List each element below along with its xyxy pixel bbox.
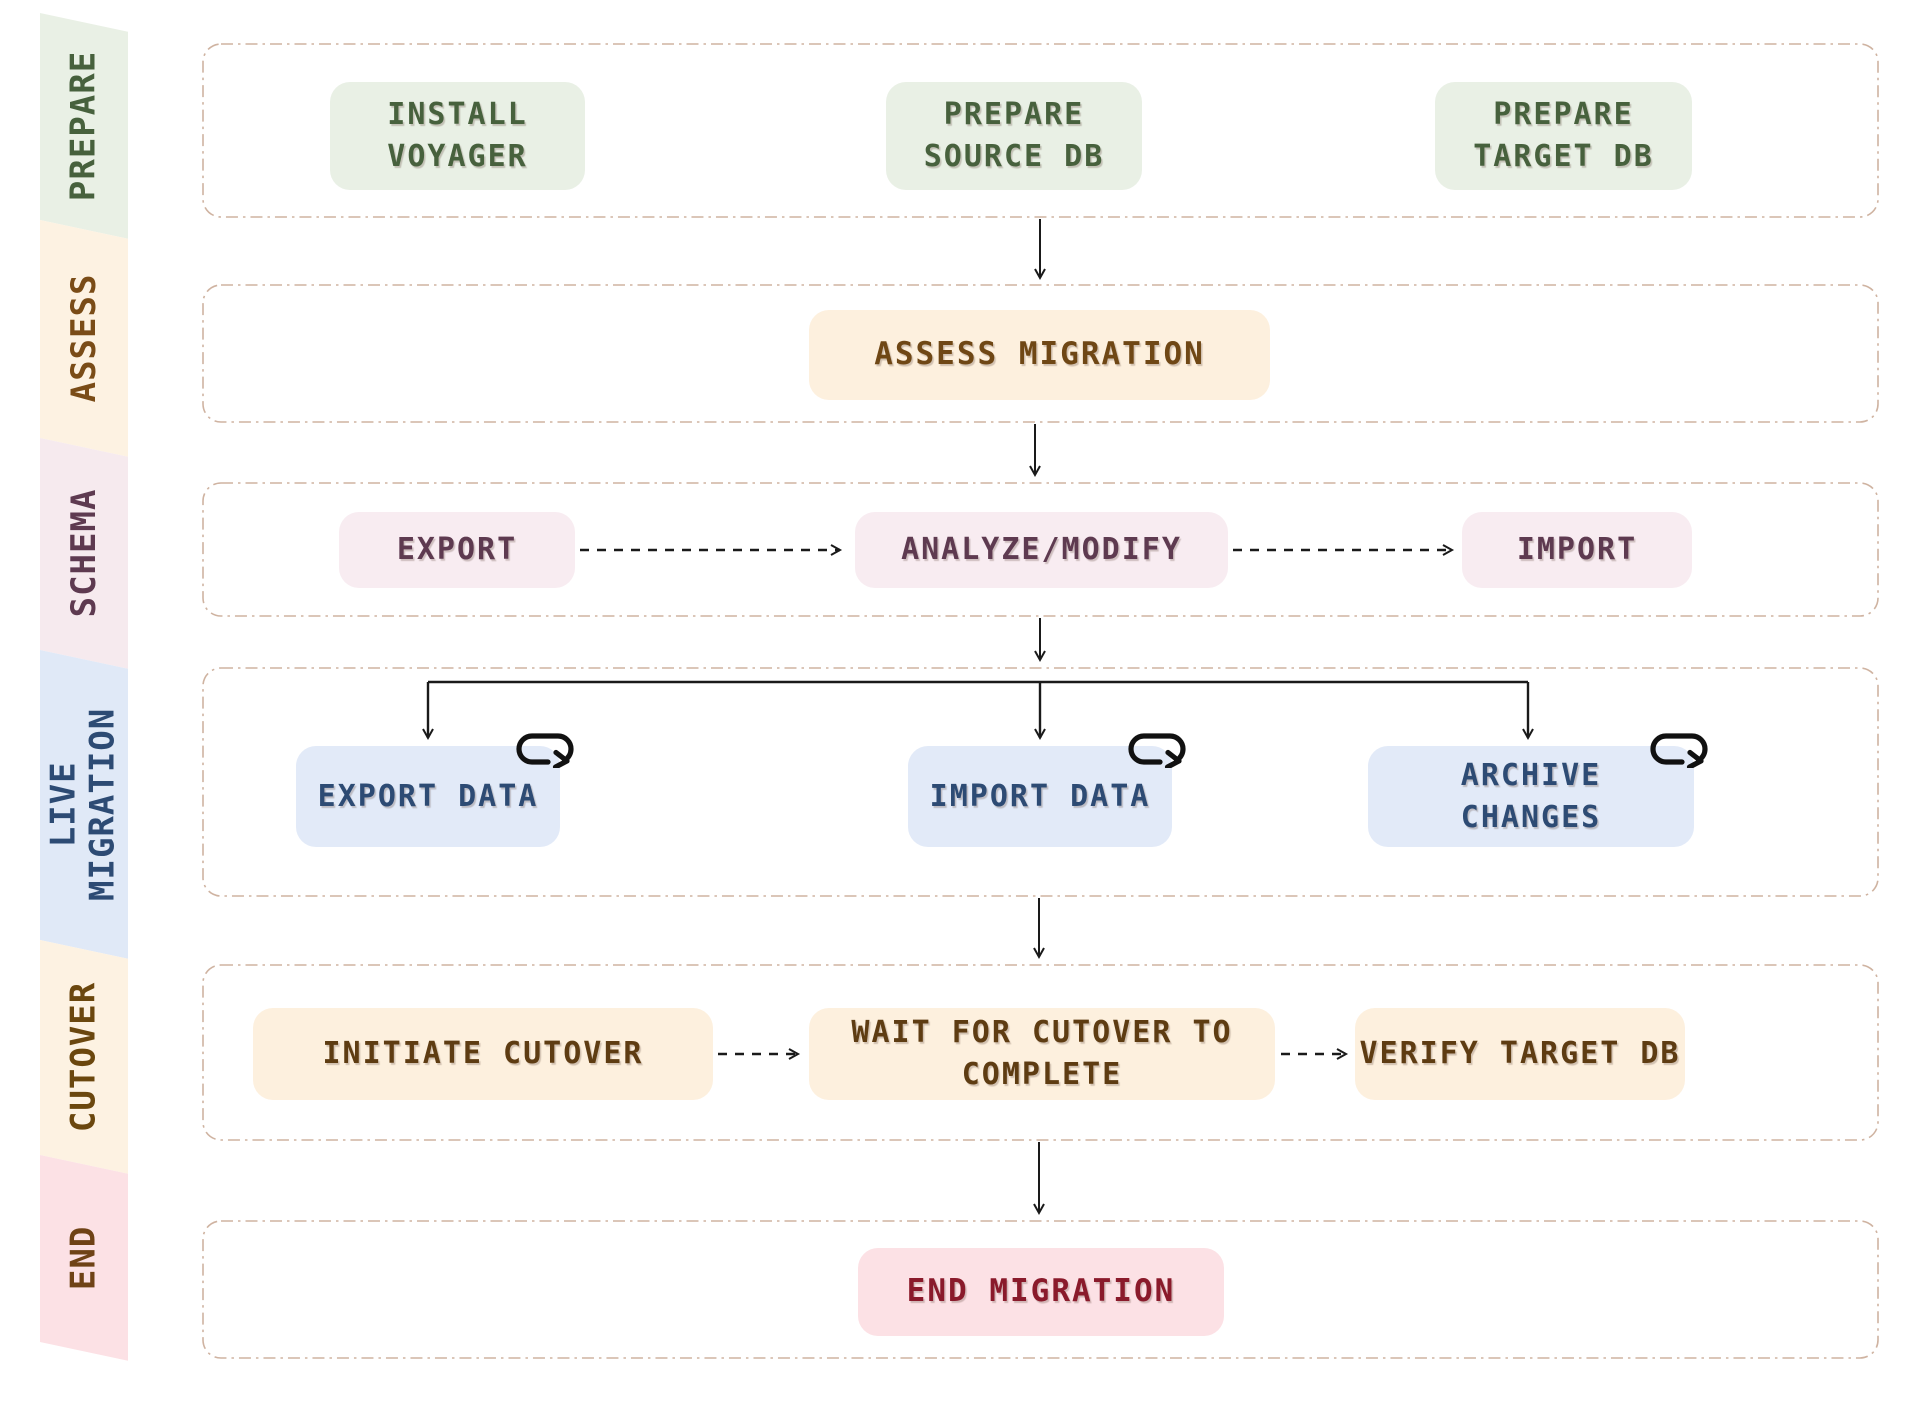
sidebar-band-schema: SCHEMA bbox=[40, 438, 128, 669]
sidebar-label-cutover: CUTOVER bbox=[63, 981, 104, 1133]
sidebar-label-schema: SCHEMA bbox=[63, 488, 104, 618]
live-migration-row-container bbox=[202, 667, 1879, 897]
phase-sidebar: PREPARE ASSESS SCHEMA LIVE MIGRATION CUT… bbox=[40, 13, 128, 1361]
loop-arrow-icon bbox=[1650, 733, 1708, 768]
sidebar-label-assess: ASSESS bbox=[63, 273, 104, 403]
schema-row-container bbox=[202, 482, 1879, 617]
node-prepare-target-db: PREPARE TARGET DB bbox=[1435, 82, 1692, 190]
sidebar-band-assess: ASSESS bbox=[40, 220, 128, 457]
cutover-row-container bbox=[202, 964, 1879, 1141]
node-end-migration: END MIGRATION bbox=[858, 1248, 1224, 1336]
node-import-data: IMPORT DATA bbox=[908, 746, 1172, 847]
node-prepare-source-db: PREPARE SOURCE DB bbox=[886, 82, 1142, 190]
node-export-data: EXPORT DATA bbox=[296, 746, 560, 847]
node-initiate-cutover: INITIATE CUTOVER bbox=[253, 1008, 713, 1100]
prepare-row-container bbox=[202, 43, 1879, 218]
loop-arrow-icon bbox=[516, 733, 574, 768]
sidebar-band-end: END bbox=[40, 1155, 128, 1361]
node-wait-for-cutover: WAIT FOR CUTOVER TO COMPLETE bbox=[809, 1008, 1275, 1100]
sidebar-label-prepare: PREPARE bbox=[63, 50, 104, 202]
sidebar-band-live-migration: LIVE MIGRATION bbox=[40, 650, 128, 959]
node-verify-target-db: VERIFY TARGET DB bbox=[1355, 1008, 1685, 1100]
end-row-container bbox=[202, 1220, 1879, 1359]
sidebar-label-end: END bbox=[63, 1225, 104, 1291]
assess-row-container bbox=[202, 284, 1879, 423]
node-archive-changes: ARCHIVE CHANGES bbox=[1368, 746, 1694, 847]
loop-arrow-icon bbox=[1128, 733, 1186, 768]
node-install-voyager: INSTALL VOYAGER bbox=[330, 82, 585, 190]
sidebar-band-prepare: PREPARE bbox=[40, 13, 128, 239]
node-schema-import: IMPORT bbox=[1462, 512, 1692, 588]
sidebar-band-cutover: CUTOVER bbox=[40, 940, 128, 1174]
node-schema-analyze-modify: ANALYZE/MODIFY bbox=[855, 512, 1228, 588]
node-assess-migration: ASSESS MIGRATION bbox=[809, 310, 1270, 400]
sidebar-label-live-migration: LIVE MIGRATION bbox=[43, 707, 124, 901]
node-schema-export: EXPORT bbox=[339, 512, 575, 588]
